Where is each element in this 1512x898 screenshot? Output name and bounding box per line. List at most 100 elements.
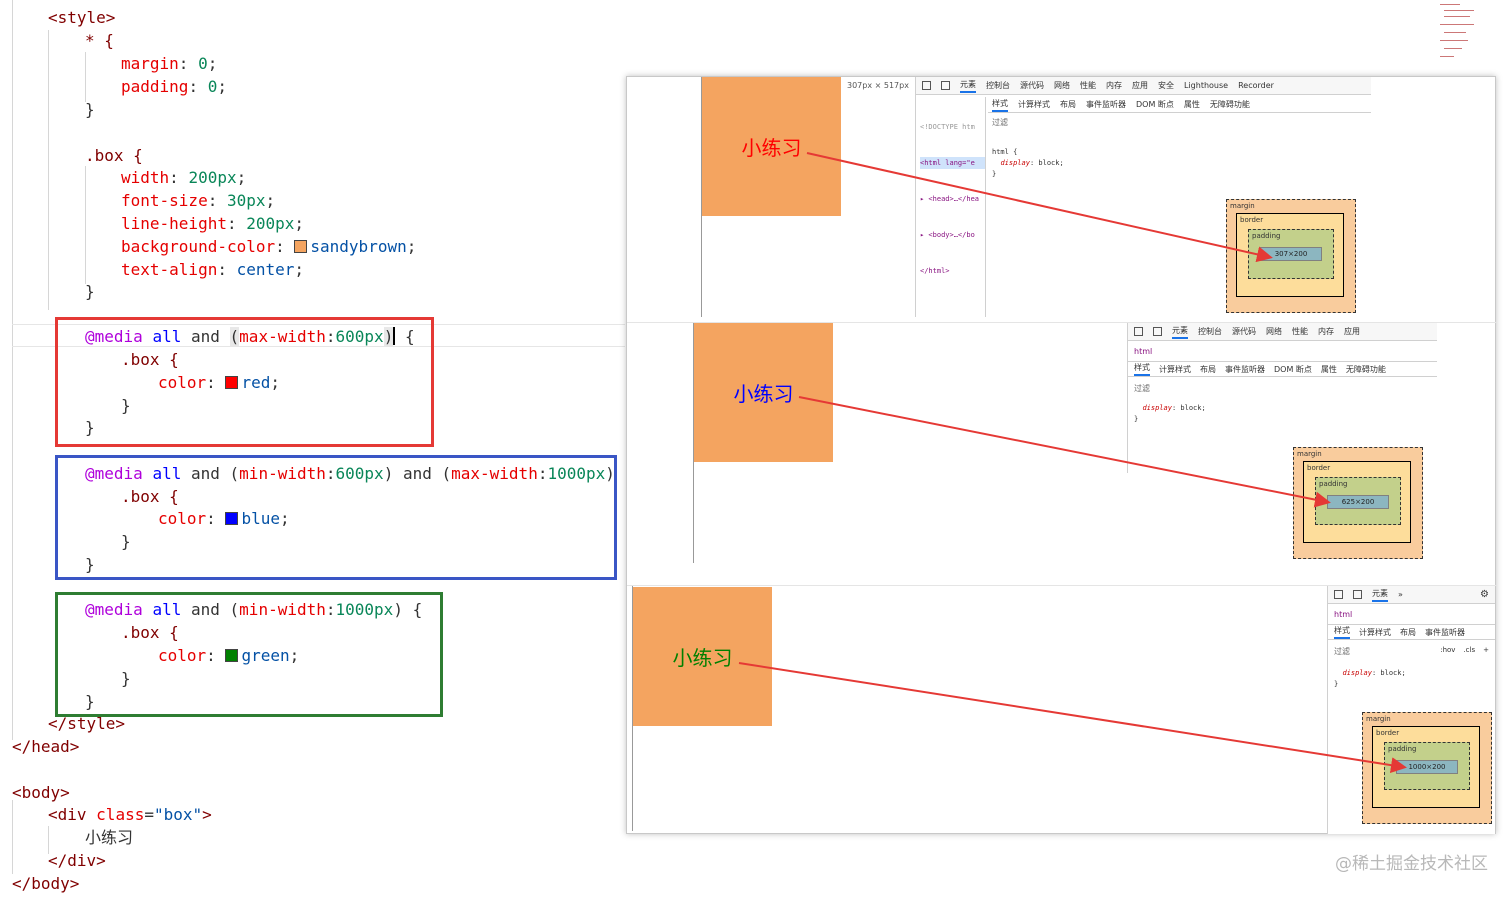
cls-toggle[interactable]: .cls — [1463, 646, 1476, 654]
box-model-diagram: margin border padding 307×200 — [1226, 199, 1356, 313]
subtab-computed[interactable]: 计算样式 — [1159, 364, 1191, 374]
hov-toggle[interactable]: :hov — [1440, 646, 1456, 654]
tab-elements[interactable]: 元素 — [1172, 325, 1188, 339]
code-line: .box { — [121, 621, 179, 644]
tab-application[interactable]: 应用 — [1132, 81, 1148, 90]
subtab-styles[interactable]: 样式 — [992, 98, 1008, 112]
device-toggle-icon[interactable] — [1353, 590, 1362, 599]
style-rule: display: block;} — [1134, 404, 1206, 423]
subtab-computed[interactable]: 计算样式 — [1359, 627, 1391, 637]
subtab-event-listeners[interactable]: 事件监听器 — [1225, 364, 1265, 374]
code-line: } — [85, 416, 95, 439]
subtab-styles[interactable]: 样式 — [1334, 625, 1350, 639]
close-brace: } — [85, 418, 95, 437]
code-line: color: blue; — [158, 509, 290, 528]
color-swatch[interactable] — [225, 512, 239, 525]
subtab-dom-breakpoints[interactable]: DOM 断点 — [1274, 364, 1312, 374]
tab-recorder[interactable]: Recorder — [1238, 81, 1274, 90]
css-property: text-align — [121, 260, 218, 279]
text-caret — [393, 327, 396, 345]
subtab-layout[interactable]: 布局 — [1060, 100, 1076, 109]
inspect-icon[interactable] — [1334, 590, 1343, 599]
css-property: color — [158, 646, 207, 665]
highlight-frame-blue — [55, 455, 617, 580]
styles-filter-input[interactable]: 过滤 — [992, 118, 1008, 127]
subtab-accessibility[interactable]: 无障碍功能 — [1209, 100, 1250, 109]
tab-performance[interactable]: 性能 — [1080, 81, 1096, 90]
indent-guide — [12, 0, 13, 740]
close-brace: } — [121, 532, 131, 551]
code-line: </head> — [12, 735, 79, 758]
tab-security[interactable]: 安全 — [1158, 81, 1174, 90]
demo-box-text: 小练习 — [672, 646, 733, 670]
tab-performance[interactable]: 性能 — [1292, 327, 1308, 336]
indent-guide — [48, 826, 49, 854]
settings-gear-icon[interactable]: ⚙ — [1480, 589, 1489, 600]
tab-elements[interactable]: 元素 — [960, 79, 976, 93]
html-attribute-value: "box" — [153, 805, 203, 824]
media-feature-value: 600px — [335, 327, 384, 346]
subtab-computed[interactable]: 计算样式 — [1018, 100, 1050, 109]
elements-tree[interactable]: <!DOCTYPE htm <html lang="e ▸ <head>…</h… — [920, 97, 986, 317]
add-rule-button[interactable]: + — [1483, 646, 1489, 654]
device-toggle-icon[interactable] — [1153, 327, 1162, 336]
editor-minimap[interactable] — [1432, 0, 1492, 62]
tab-memory[interactable]: 内存 — [1106, 81, 1122, 90]
breadcrumb[interactable]: html — [1134, 347, 1153, 356]
tab-application[interactable]: 应用 — [1344, 327, 1360, 336]
subtab-layout[interactable]: 布局 — [1200, 364, 1216, 374]
tree-node[interactable]: <html lang="e — [920, 157, 985, 169]
code-line: </div> — [48, 849, 106, 872]
code-line: </body> — [12, 872, 79, 895]
tree-node[interactable]: ▸ <head>…</hea — [920, 195, 980, 203]
color-swatch[interactable] — [225, 376, 239, 389]
subtab-event-listeners[interactable]: 事件监听器 — [1086, 100, 1126, 109]
subtab-dom-breakpoints[interactable]: DOM 断点 — [1136, 100, 1174, 109]
close-brace: } — [121, 669, 131, 688]
code-line: } — [121, 667, 131, 690]
tab-network[interactable]: 网络 — [1054, 81, 1070, 90]
code-editor[interactable]: <style> * { margin: 0; padding: 0; } .bo… — [0, 0, 634, 898]
css-value: blue — [241, 509, 280, 528]
indent-guide — [12, 800, 13, 874]
tab-console[interactable]: 控制台 — [986, 81, 1010, 90]
body-close-tag: </body> — [12, 874, 80, 893]
color-swatch[interactable] — [225, 649, 239, 662]
subtab-accessibility[interactable]: 无障碍功能 — [1345, 364, 1386, 374]
inspect-icon[interactable] — [922, 81, 931, 90]
style-rule: html { display: block;} — [992, 148, 1064, 178]
device-toggle-icon[interactable] — [941, 81, 950, 90]
subtab-layout[interactable]: 布局 — [1400, 627, 1416, 637]
tab-sources[interactable]: 源代码 — [1232, 327, 1256, 336]
tab-elements[interactable]: 元素 — [1372, 588, 1388, 602]
div-text: 小练习 — [85, 828, 134, 847]
close-brace: } — [85, 282, 95, 301]
code-line: } — [85, 553, 95, 576]
box-model-label: margin — [1297, 450, 1322, 458]
tree-node[interactable]: <!DOCTYPE htm — [920, 123, 975, 131]
tab-console[interactable]: 控制台 — [1198, 327, 1222, 336]
styles-filter-input[interactable]: 过滤 — [1334, 647, 1350, 656]
inspect-icon[interactable] — [1134, 327, 1143, 336]
breadcrumb[interactable]: html — [1334, 610, 1353, 619]
tab-sources[interactable]: 源代码 — [1020, 81, 1044, 90]
code-line: color: green; — [158, 646, 300, 665]
styles-filter-input[interactable]: 过滤 — [1134, 384, 1150, 393]
tab-lighthouse[interactable]: Lighthouse — [1184, 81, 1229, 90]
devtools-tabbar: 元素 控制台 源代码 网络 性能 内存 应用 安全 Lighthouse Rec… — [916, 77, 1371, 95]
code-line: </style> — [48, 712, 125, 735]
tree-node[interactable]: ▸ <body>…</bo — [920, 231, 975, 239]
more-tabs-icon[interactable]: » — [1398, 590, 1403, 599]
selector-star: * { — [85, 31, 114, 50]
arrow-line — [798, 396, 1331, 508]
tab-memory[interactable]: 内存 — [1318, 327, 1334, 336]
subtab-properties[interactable]: 属性 — [1320, 364, 1337, 374]
subtab-event-listeners[interactable]: 事件监听器 — [1425, 627, 1465, 637]
tab-network[interactable]: 网络 — [1266, 327, 1282, 336]
code-line: <body> — [12, 781, 70, 804]
selector-box: .box { — [121, 487, 179, 506]
color-swatch[interactable] — [294, 240, 308, 253]
tree-node[interactable]: </html> — [920, 267, 950, 275]
subtab-properties[interactable]: 属性 — [1183, 100, 1200, 109]
subtab-styles[interactable]: 样式 — [1134, 362, 1150, 376]
